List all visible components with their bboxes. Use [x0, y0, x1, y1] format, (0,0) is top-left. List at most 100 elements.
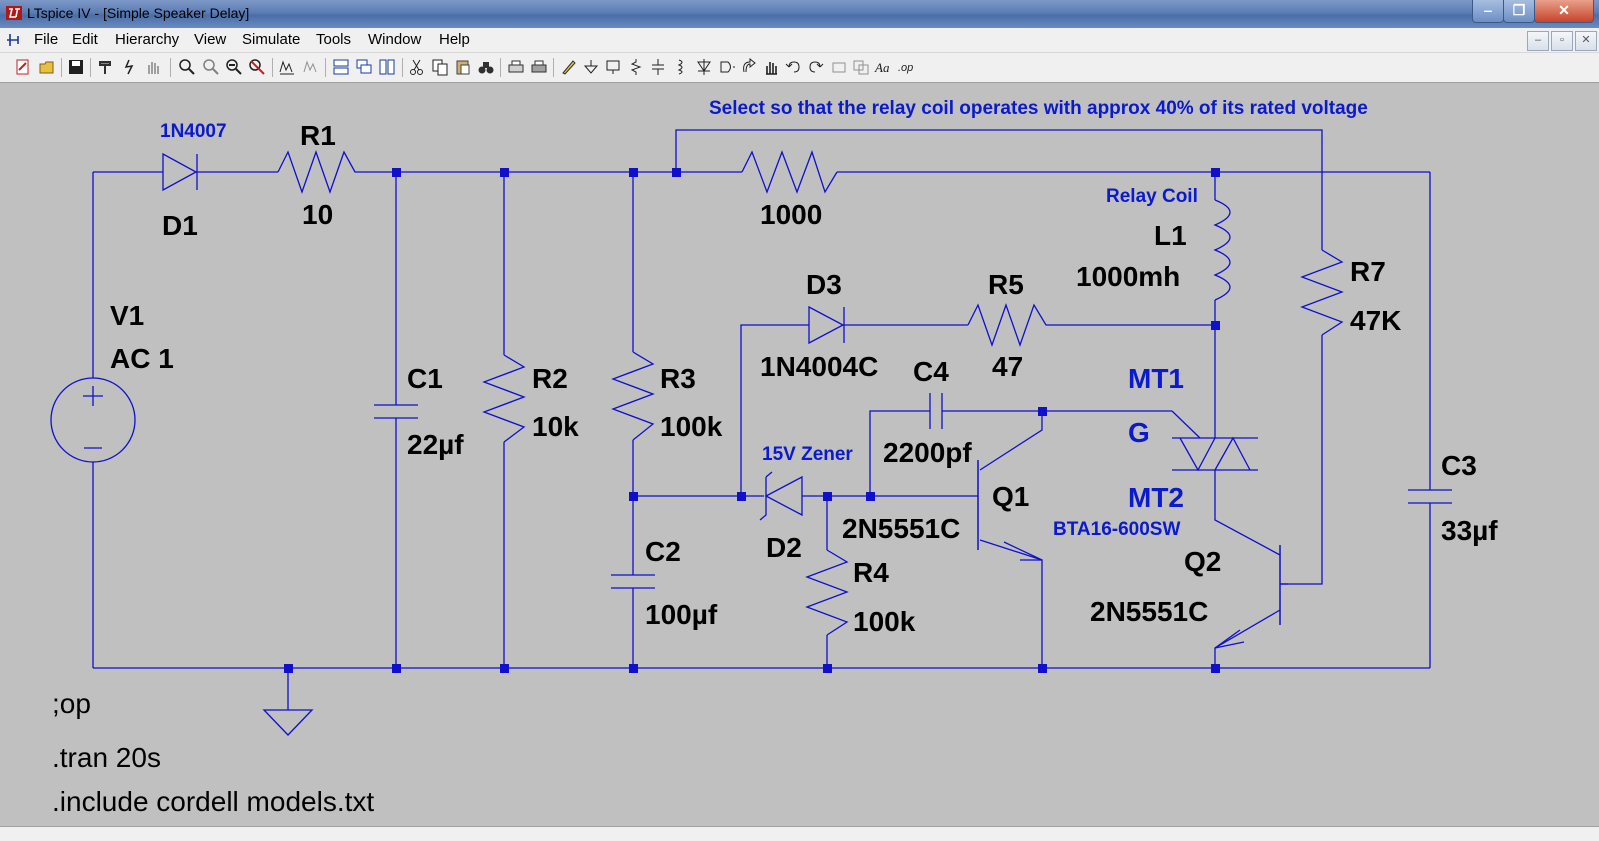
zoom-pan-icon[interactable]: [202, 58, 220, 76]
waveform-gray-icon[interactable]: [302, 58, 320, 76]
title-bar: LTspice IV - [Simple Speaker Delay] ‒ ❐ …: [0, 0, 1599, 28]
resistor-r4[interactable]: [805, 549, 849, 636]
capacitor-c2[interactable]: [611, 574, 655, 589]
open-folder-icon[interactable]: [38, 58, 56, 76]
mdi-restore-button[interactable]: ▫: [1551, 31, 1573, 51]
triac-mt1-label: MT1: [1128, 363, 1184, 394]
menu-file[interactable]: File: [34, 31, 59, 48]
cut-scissors-icon[interactable]: [408, 58, 426, 76]
c1-name-label: C1: [407, 363, 443, 394]
print-setup-icon[interactable]: [507, 58, 525, 76]
minimize-button[interactable]: ‒: [1472, 0, 1504, 23]
transistor-q2[interactable]: [1214, 545, 1288, 649]
menu-tools[interactable]: Tools: [316, 31, 352, 48]
triac-model-label: BTA16-600SW: [1053, 519, 1180, 540]
c2-value-label: 100µf: [645, 599, 718, 630]
move-hand-icon[interactable]: [762, 58, 780, 76]
menu-bar: File Edit Hierarchy View Simulate Tools …: [0, 28, 1599, 53]
op-directive[interactable]: ;op: [52, 688, 91, 719]
toolbar: Aa .op: [0, 53, 1599, 83]
r2-value-label: 10k: [532, 411, 579, 442]
r6-value-label: 1000: [760, 199, 822, 230]
undo-icon[interactable]: [784, 58, 802, 76]
resistor-r7[interactable]: [1300, 249, 1344, 336]
q2-name-label: Q2: [1184, 546, 1221, 577]
menu-help[interactable]: Help: [439, 31, 470, 48]
new-schematic-icon[interactable]: [14, 58, 32, 76]
diode-d3[interactable]: [808, 305, 845, 345]
svg-text:.op: .op: [898, 62, 913, 74]
d1-name-label: D1: [162, 210, 198, 241]
r1-name-label: R1: [300, 120, 336, 151]
status-bar: [0, 826, 1599, 841]
print-icon[interactable]: [530, 58, 548, 76]
text-icon[interactable]: Aa: [874, 58, 894, 76]
close-button[interactable]: ✕: [1534, 0, 1594, 23]
maximize-button[interactable]: ❐: [1503, 0, 1535, 23]
capacitor-c3[interactable]: [1408, 489, 1452, 504]
include-directive[interactable]: .include cordell models.txt: [52, 786, 374, 817]
duplicate-icon[interactable]: [852, 58, 870, 76]
tran-directive[interactable]: .tran 20s: [52, 742, 161, 773]
cascade-windows-icon[interactable]: [355, 58, 373, 76]
capacitor-icon[interactable]: [649, 58, 667, 76]
resistor-r1[interactable]: [277, 150, 360, 194]
schematic-canvas[interactable]: Select so that the relay coil operates w…: [0, 83, 1599, 826]
control-panel-hammer-icon[interactable]: [97, 58, 115, 76]
r2-name-label: R2: [532, 363, 568, 394]
mdi-close-button[interactable]: ✕: [1575, 31, 1597, 51]
draw-wire-pencil-icon[interactable]: [560, 58, 578, 76]
paste-icon[interactable]: [454, 58, 472, 76]
resistor-r2[interactable]: [482, 354, 526, 443]
halt-hand-icon[interactable]: [144, 58, 162, 76]
find-binoculars-icon[interactable]: [477, 58, 495, 76]
menu-window[interactable]: Window: [368, 31, 422, 48]
inductor-l1[interactable]: [1213, 199, 1231, 301]
menu-simulate[interactable]: Simulate: [242, 31, 301, 48]
copy-icon[interactable]: [431, 58, 449, 76]
diode-icon[interactable]: [695, 58, 713, 76]
resistor-r5[interactable]: [967, 303, 1053, 347]
design-note: Select so that the relay coil operates w…: [709, 98, 1368, 119]
capacitor-c1[interactable]: [374, 404, 418, 419]
svg-text:Aa: Aa: [874, 60, 890, 75]
resistor-r3[interactable]: [611, 351, 655, 441]
schematic-doc-icon[interactable]: [6, 32, 22, 48]
r5-name-label: R5: [988, 269, 1024, 300]
resistor-r6[interactable]: [741, 150, 838, 194]
waveform-icon[interactable]: [278, 58, 296, 76]
menu-edit[interactable]: Edit: [72, 31, 98, 48]
redo-icon[interactable]: [807, 58, 825, 76]
r7-name-label: R7: [1350, 256, 1386, 287]
drag-icon[interactable]: [830, 58, 848, 76]
zoom-fit-icon[interactable]: [248, 58, 266, 76]
menu-hierarchy[interactable]: Hierarchy: [115, 31, 180, 48]
run-simulation-icon[interactable]: [120, 58, 138, 76]
mdi-minimize-button[interactable]: –: [1527, 31, 1549, 51]
diode-d1[interactable]: [162, 152, 198, 192]
save-icon[interactable]: [67, 58, 85, 76]
tile-horizontal-icon[interactable]: [332, 58, 350, 76]
zener-diode-d2[interactable]: [759, 471, 803, 521]
triac-bta16[interactable]: [1172, 436, 1258, 472]
component-icon[interactable]: [718, 58, 736, 76]
r3-value-label: 100k: [660, 411, 723, 442]
inductor-icon[interactable]: [672, 58, 690, 76]
d3-name-label: D3: [806, 269, 842, 300]
resistor-icon[interactable]: [627, 58, 645, 76]
r3-name-label: R3: [660, 363, 696, 394]
capacitor-c4[interactable]: [929, 393, 943, 429]
ground-symbol-icon[interactable]: [582, 58, 600, 76]
tile-vertical-icon[interactable]: [378, 58, 396, 76]
q1-name-label: Q1: [992, 481, 1029, 512]
zoom-in-icon[interactable]: [178, 58, 196, 76]
r4-value-label: 100k: [853, 606, 916, 637]
c3-value-label: 33µf: [1441, 515, 1498, 546]
zoom-out-icon[interactable]: [225, 58, 243, 76]
ground-symbol[interactable]: [262, 668, 314, 736]
voltage-source-v1[interactable]: [50, 377, 136, 463]
menu-view[interactable]: View: [194, 31, 227, 48]
spice-directive-icon[interactable]: .op: [897, 58, 917, 76]
rotate-icon[interactable]: [740, 58, 758, 76]
label-net-icon[interactable]: [604, 58, 622, 76]
